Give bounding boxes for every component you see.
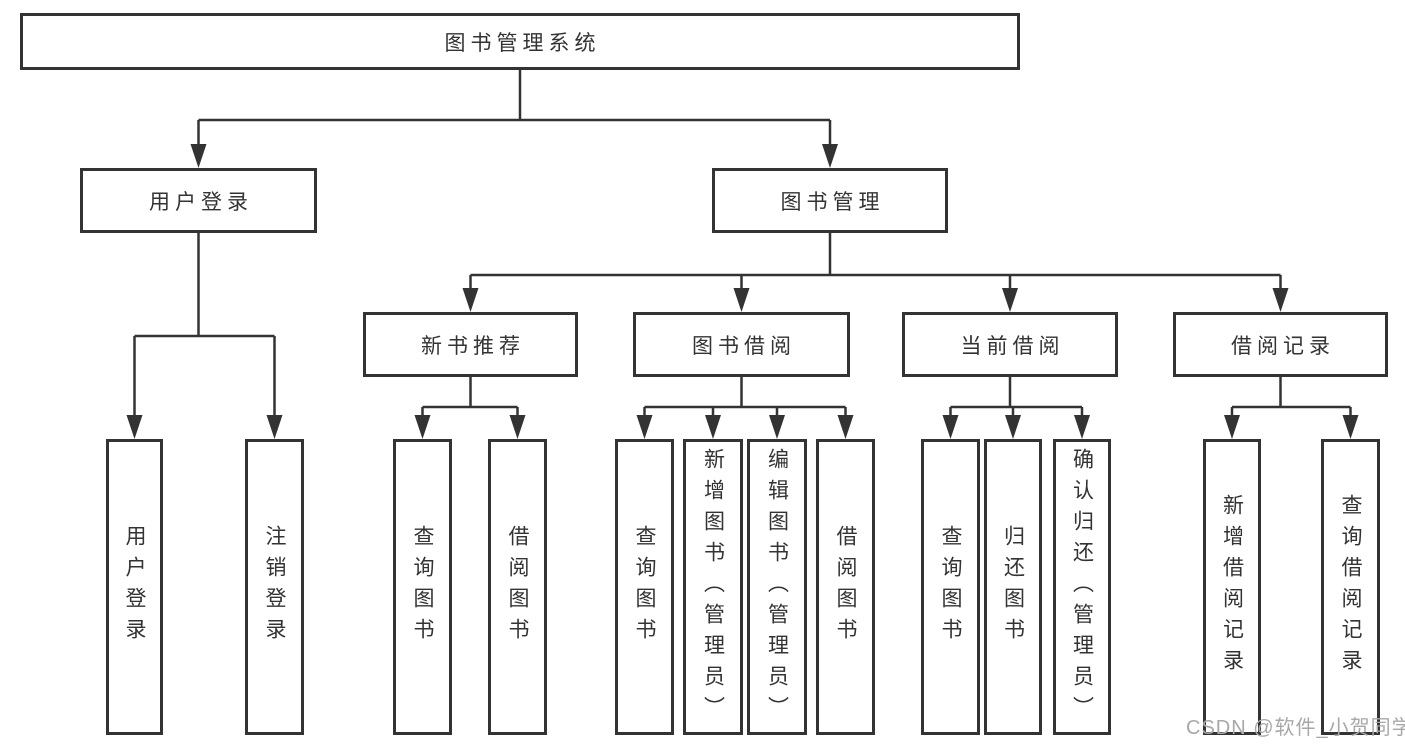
- leaf-query-borrow-record: 查询借阅记录: [1321, 439, 1380, 735]
- leaf-user-login: 用户登录: [106, 439, 163, 735]
- node-user-login: 用户登录: [80, 168, 317, 233]
- node-book-borrow-label: 图书借阅: [692, 334, 796, 358]
- leaf-user-login-label: 用户登录: [123, 525, 146, 649]
- node-borrow-records-label: 借阅记录: [1231, 334, 1335, 358]
- leaf-borrow-books-label: 借阅图书: [506, 525, 529, 649]
- node-user-login-label: 用户登录: [149, 190, 253, 214]
- node-library-management-system-label: 图书管理系统: [444, 31, 601, 55]
- leaf-query-books-label: 查询图书: [633, 525, 656, 649]
- leaf-add-books-admin-label: 新增图书（管理员）: [701, 447, 725, 727]
- node-new-book-recommend-label: 新书推荐: [421, 334, 525, 358]
- leaf-borrow-books-label: 借阅图书: [834, 525, 857, 649]
- leaf-query-books-label: 查询图书: [411, 525, 434, 649]
- leaf-edit-books-admin-label: 编辑图书（管理员）: [765, 447, 789, 727]
- node-new-book-recommend: 新书推荐: [363, 312, 578, 377]
- leaf-query-books-label: 查询图书: [939, 525, 962, 649]
- leaf-return-books: 归还图书: [984, 439, 1042, 735]
- leaf-add-borrow-record-label: 新增借阅记录: [1220, 494, 1244, 680]
- node-book-management: 图书管理: [712, 168, 948, 233]
- leaf-add-books-admin: 新增图书（管理员）: [683, 439, 743, 735]
- leaf-query-books: 查询图书: [921, 439, 980, 735]
- leaf-borrow-books: 借阅图书: [816, 439, 875, 735]
- leaf-query-books: 查询图书: [393, 439, 452, 735]
- node-library-management-system: 图书管理系统: [20, 13, 1020, 70]
- leaf-add-borrow-record: 新增借阅记录: [1203, 439, 1261, 735]
- csdn-watermark: CSDN @软件_小贺同学: [1186, 717, 1405, 739]
- leaf-return-books-label: 归还图书: [1001, 525, 1025, 649]
- leaf-query-books: 查询图书: [615, 439, 674, 735]
- leaf-logout-login-label: 注销登录: [263, 525, 286, 649]
- leaf-confirm-return-admin-label: 确认归还（管理员）: [1070, 447, 1094, 727]
- node-borrow-records: 借阅记录: [1173, 312, 1388, 377]
- node-current-borrow-label: 当前借阅: [960, 334, 1065, 358]
- leaf-query-borrow-record-label: 查询借阅记录: [1339, 494, 1362, 680]
- leaf-logout-login: 注销登录: [245, 439, 304, 735]
- leaf-confirm-return-admin: 确认归还（管理员）: [1053, 439, 1111, 735]
- node-book-borrow: 图书借阅: [633, 312, 850, 377]
- leaf-borrow-books: 借阅图书: [488, 439, 547, 735]
- leaf-edit-books-admin: 编辑图书（管理员）: [747, 439, 807, 735]
- node-book-management-label: 图书管理: [780, 190, 885, 214]
- node-current-borrow: 当前借阅: [902, 312, 1118, 377]
